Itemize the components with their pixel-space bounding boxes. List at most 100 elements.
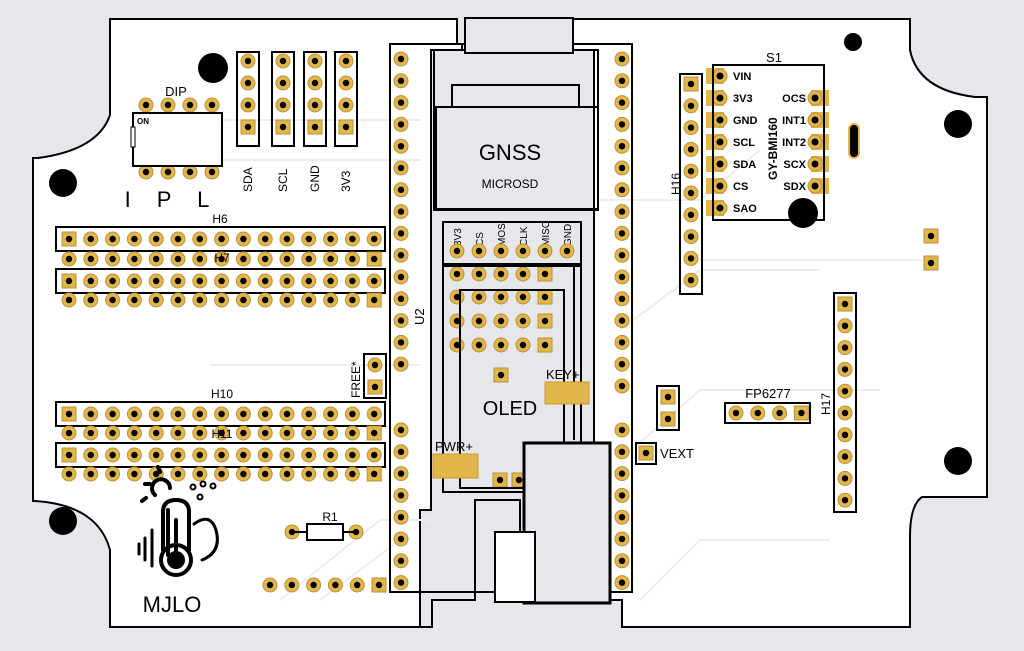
u2-pin — [614, 73, 630, 89]
h17-pin — [837, 405, 853, 421]
oled-pin — [449, 313, 465, 329]
u2-pin — [393, 182, 409, 198]
header-pin — [240, 119, 256, 135]
header-pin — [307, 97, 323, 113]
h16-pin — [683, 98, 699, 114]
h6-pin — [105, 231, 121, 247]
h6-pin — [344, 231, 360, 247]
u2-pin — [393, 225, 409, 241]
u2-pin — [614, 466, 630, 482]
gnss-pin — [537, 243, 553, 259]
vext-box — [635, 442, 657, 465]
header-pin — [338, 75, 354, 91]
pad — [923, 255, 939, 271]
h7-pin — [148, 273, 164, 289]
h7-pin — [126, 251, 142, 267]
h17-pin — [837, 296, 853, 312]
u2-pin — [614, 422, 630, 438]
gnss-pin-label: CS — [475, 232, 486, 246]
dip-switch: ON DIP I P L — [125, 84, 223, 212]
dip-on-label: ON — [137, 117, 149, 126]
sensor-pin-label: CS — [733, 181, 748, 193]
u2-pin — [614, 204, 630, 220]
pwr-label: PWR+ — [435, 439, 473, 454]
h7-pin — [105, 251, 121, 267]
oled-pin — [537, 266, 553, 282]
h10-pin — [366, 406, 382, 422]
header-h17 — [833, 292, 857, 513]
h7-pin — [170, 273, 186, 289]
u2-pin — [393, 247, 409, 263]
vext-label: VEXT — [660, 446, 694, 461]
gnss-pin-label: GND — [563, 224, 574, 246]
h6-pin — [61, 231, 77, 247]
header-sda — [236, 51, 260, 147]
dip-pin — [138, 164, 154, 180]
u2-pin — [393, 422, 409, 438]
h7-pin — [105, 273, 121, 289]
h11-pin — [235, 447, 251, 463]
oled-pin — [493, 266, 509, 282]
h11-pin — [105, 466, 121, 482]
h7-pin — [83, 273, 99, 289]
h10-pin — [257, 406, 273, 422]
h10-pin — [214, 406, 230, 422]
gnss-pin — [471, 243, 487, 259]
h17-pin — [837, 340, 853, 356]
h11-pin — [214, 466, 230, 482]
oled-pin — [449, 266, 465, 282]
h16-pin — [683, 207, 699, 223]
oblong-pad — [848, 123, 860, 159]
u2-pin — [393, 138, 409, 154]
u2-pin — [393, 553, 409, 569]
h7-pin — [323, 273, 339, 289]
u2-pin — [393, 356, 409, 372]
u2-pin — [614, 138, 630, 154]
u2-pin — [614, 291, 630, 307]
free-pin — [367, 357, 383, 373]
h7-pin — [170, 292, 186, 308]
sensor-pin-label: INT2 — [782, 137, 806, 149]
u2-pin — [393, 116, 409, 132]
h10-pin — [235, 406, 251, 422]
h11-pin — [83, 466, 99, 482]
sensor-pin-label: SCX — [783, 159, 806, 171]
oled-pin — [471, 313, 487, 329]
u2-pin — [393, 444, 409, 460]
u2-pin — [393, 73, 409, 89]
h7-pin — [279, 292, 295, 308]
u2-pin — [393, 509, 409, 525]
h11-pin — [214, 447, 230, 463]
h11-pin — [323, 466, 339, 482]
oled-module: OLED KEY+ PWR+ — [432, 265, 612, 605]
h6-pin — [148, 231, 164, 247]
h7-pin — [323, 251, 339, 267]
u2-pin — [614, 313, 630, 329]
mounting-hole — [788, 198, 818, 228]
h11-pin — [235, 425, 251, 441]
u2-pin — [614, 160, 630, 176]
h11-pin — [61, 425, 77, 441]
oled-pin — [515, 289, 531, 305]
h11-pin — [301, 466, 317, 482]
h17-pin — [837, 470, 853, 486]
header-fp6277 — [724, 402, 811, 424]
u2-pin — [614, 225, 630, 241]
mounting-hole — [944, 447, 972, 475]
h17-pin — [837, 383, 853, 399]
h16-label: H16 — [669, 173, 683, 195]
oled-pin — [515, 337, 531, 353]
dip-label: DIP — [165, 84, 187, 99]
header-scl — [271, 51, 295, 147]
mounting-hole — [198, 53, 228, 83]
h11-pin — [105, 447, 121, 463]
header-2pin — [656, 385, 680, 431]
h11-pin — [214, 425, 230, 441]
h7-pin — [366, 251, 382, 267]
fp6277-pin — [750, 405, 766, 421]
h7-pin — [83, 292, 99, 308]
board-right-half — [569, 18, 988, 628]
h11-pin — [301, 425, 317, 441]
fp6277-pin — [728, 405, 744, 421]
header-free — [363, 353, 387, 399]
